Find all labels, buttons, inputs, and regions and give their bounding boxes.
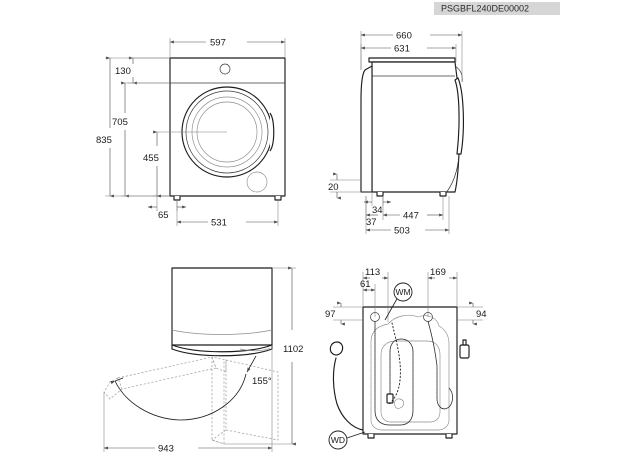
side-hose-top-bend xyxy=(454,65,463,83)
power-plug xyxy=(329,341,344,356)
dim-label-835: 835 xyxy=(96,135,112,146)
program-selector-knob xyxy=(219,63,231,75)
sheet-title-block: PSGBFL240DE00002 xyxy=(434,2,560,15)
dim-label-130: 130 xyxy=(115,66,131,77)
door-swing-view: 155° 1102 943 xyxy=(103,266,303,455)
inlet-hose-coupling xyxy=(459,344,470,359)
dim-label-531: 531 xyxy=(211,218,227,229)
dim-rear-97: 97 xyxy=(325,301,363,326)
dim-label-447: 447 xyxy=(403,211,419,222)
dim-rear-94: 94 xyxy=(457,301,487,326)
door-handle-notch xyxy=(269,112,275,152)
dim-front-531: 531 xyxy=(176,200,279,229)
inlet-hose-ribs xyxy=(427,320,453,410)
dim-label-1102: 1102 xyxy=(283,344,303,355)
front-elevation-view: 597 130 705 835 xyxy=(96,38,286,229)
dim-side-631: 631 xyxy=(360,44,457,70)
dim-label-37: 37 xyxy=(366,217,377,228)
side-elevation-view: 660 631 20 34 xyxy=(328,31,464,237)
dim-side-503: 503 xyxy=(365,196,450,237)
wm-reference-path xyxy=(388,322,401,405)
dim-label-455: 455 xyxy=(143,153,159,164)
accessory-plug-detail xyxy=(394,398,405,409)
dim-front-455: 455 xyxy=(143,130,227,198)
title-band xyxy=(434,2,560,15)
dim-side-447: 447 xyxy=(382,196,444,222)
door-ghost-link xyxy=(211,429,227,441)
rear-foot-right xyxy=(445,434,453,439)
dim-label-65: 65 xyxy=(158,210,169,221)
dim-side-20: 20 xyxy=(328,172,372,200)
inlet-hose-coupling-neck xyxy=(462,339,467,346)
door-ghost-open-1 xyxy=(117,356,217,390)
dim-label-631: 631 xyxy=(394,44,410,55)
dim-label-943: 943 xyxy=(158,444,174,455)
wm-bubble xyxy=(393,282,413,302)
dim-label-660: 660 xyxy=(396,31,412,42)
sheet-title: PSGBFL240DE00002 xyxy=(441,4,529,14)
dim-label-155deg: 155° xyxy=(252,376,272,387)
dim-rear-169: 169 xyxy=(427,267,458,317)
wd-bubble xyxy=(328,430,348,450)
front-foot-right xyxy=(274,196,282,201)
dim-label-34: 34 xyxy=(372,205,383,216)
pump-filter-flap xyxy=(246,171,268,193)
side-inlet-hose xyxy=(454,77,464,155)
drain-hose-end-fitting xyxy=(386,393,394,404)
dim-label-169: 169 xyxy=(430,267,446,278)
dim-label-61: 61 xyxy=(360,279,371,290)
callout-wm: WM xyxy=(384,282,413,321)
swing-arc xyxy=(114,373,247,421)
plan-front-curve xyxy=(171,329,273,335)
door-ghost-open-2 xyxy=(211,357,225,445)
dim-label-503: 503 xyxy=(394,226,410,237)
dim-label-705: 705 xyxy=(112,117,128,128)
plan-body-outline xyxy=(171,267,273,346)
dim-label-97: 97 xyxy=(325,309,336,320)
dim-label-597: 597 xyxy=(210,38,226,49)
power-cord xyxy=(332,357,364,431)
rear-inner-plate xyxy=(370,314,450,431)
dim-rear-61: 61 xyxy=(360,279,376,317)
dim-front-width-597: 597 xyxy=(169,38,286,58)
rear-elevation-view: 113 61 169 97 xyxy=(325,267,487,450)
dim-label-94: 94 xyxy=(476,309,487,320)
side-hose-tail xyxy=(444,153,460,195)
side-lid xyxy=(368,57,456,63)
front-foot-left xyxy=(173,196,181,201)
plan-door-edge-detail xyxy=(239,347,271,352)
dim-swing-1102: 1102 xyxy=(224,266,303,446)
side-foot-front xyxy=(376,192,384,197)
wm-label: WM xyxy=(395,287,410,297)
side-cabinet-profile xyxy=(371,61,461,193)
swing-angle-leader xyxy=(246,355,257,373)
dim-front-835: 835 xyxy=(96,56,170,198)
drain-hose-assembly xyxy=(370,312,414,426)
dim-swing-943: 943 xyxy=(103,345,273,455)
drain-hose-ribs xyxy=(374,321,414,426)
side-foot-rear xyxy=(439,192,447,197)
dim-label-20: 20 xyxy=(328,182,339,193)
side-door-leaf xyxy=(360,65,373,193)
power-cord-assembly xyxy=(329,341,364,431)
door-ghost-open-3 xyxy=(225,359,279,441)
swing-arc-arrow-left xyxy=(110,377,124,385)
wd-label: WD xyxy=(331,435,345,445)
rear-cabinet-outline xyxy=(362,306,458,435)
dim-label-113: 113 xyxy=(365,267,380,278)
inlet-hose-assembly xyxy=(423,312,470,410)
callout-wd: WD xyxy=(328,430,366,450)
door-ghost-open-2-end xyxy=(211,439,225,445)
rear-foot-left xyxy=(367,434,375,439)
rear-drum-outline xyxy=(380,340,441,423)
